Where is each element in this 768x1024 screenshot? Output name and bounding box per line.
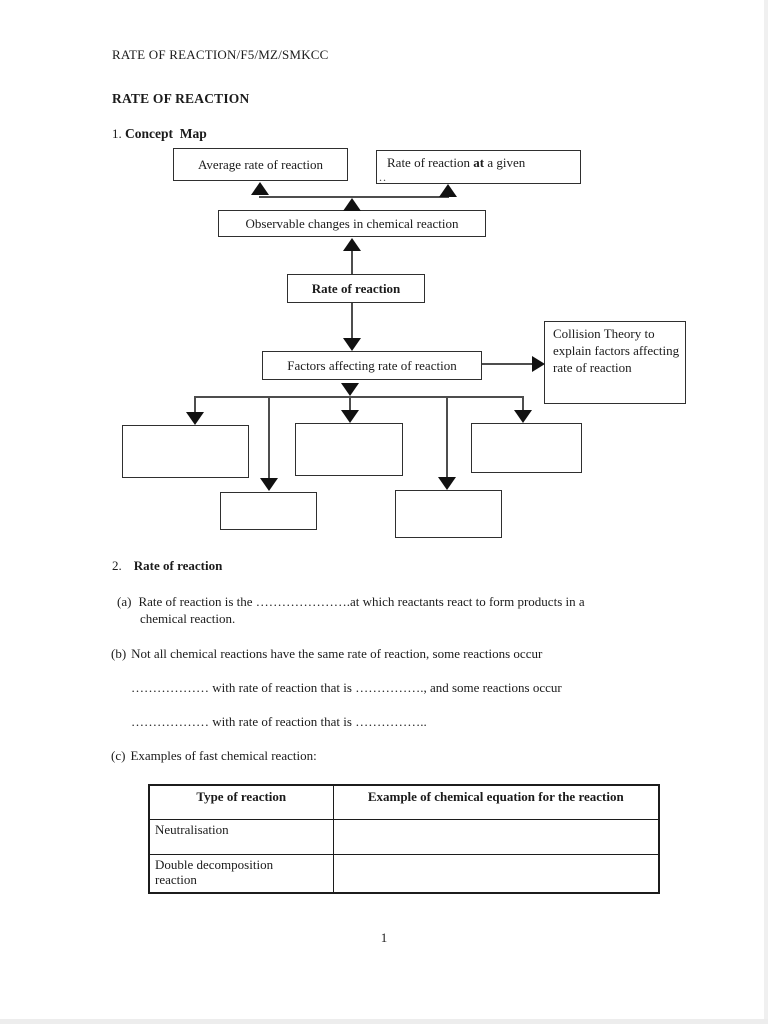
examples-table: Type of reaction Example of chemical equ…	[148, 784, 660, 894]
box-average-rate: Average rate of reaction	[173, 148, 348, 181]
item-a-line1: (a) Rate of reaction is the ………………….at wh…	[117, 594, 585, 609]
cell-equation-blank	[332, 818, 660, 855]
arrowhead-up-from-observable	[343, 198, 361, 211]
arrowhead-down-branch-1	[186, 412, 204, 425]
cell-reaction-type: Double decomposition reaction	[148, 853, 334, 894]
empty-box-5	[471, 423, 582, 473]
arrowhead-up-to-average	[251, 182, 269, 195]
arrowhead-up-to-observable	[343, 238, 361, 251]
cell-equation-blank	[332, 853, 660, 894]
item-a-line2: chemical reaction.	[140, 611, 236, 626]
box-factors-label: Factors affecting rate of reaction	[287, 357, 457, 373]
line-rate-to-observable	[351, 251, 353, 274]
item-c-text: Examples of fast chemical reaction:	[130, 748, 317, 763]
table-header-row: Type of reaction Example of chemical equ…	[148, 784, 660, 820]
section1-number: 1.	[112, 126, 122, 141]
item-b-text1: Not all chemical reactions have the same…	[131, 646, 543, 661]
line-branch-4	[446, 396, 448, 478]
line-branch-3	[349, 396, 351, 411]
box-average-rate-label: Average rate of reaction	[198, 156, 323, 172]
box-rate-at-given: Rate of reaction at a given ..	[376, 150, 581, 184]
scan-edge-bottom	[0, 1019, 768, 1024]
arrowhead-down-from-factors	[341, 383, 359, 396]
arrowhead-right-to-collision	[532, 356, 545, 372]
arrowhead-down-branch-2	[260, 478, 278, 491]
given-prefix: Rate of reaction	[387, 155, 474, 170]
page-number: 1	[380, 930, 388, 945]
box-observable-changes-label: Observable changes in chemical reaction	[245, 215, 459, 231]
item-b-label: (b)	[111, 646, 127, 661]
empty-box-2	[220, 492, 317, 530]
line-factors-to-collision	[482, 363, 532, 365]
given-bold-word: at	[473, 155, 485, 170]
item-b-line3: ……………… with rate of reaction that is …………	[131, 714, 427, 729]
given-suffix: a given	[484, 155, 526, 170]
arrowhead-down-branch-4	[438, 477, 456, 490]
table-row: Double decomposition reaction	[148, 853, 660, 894]
section2-title: Rate of reaction	[133, 558, 223, 573]
item-b-line1: (b) Not all chemical reactions have the s…	[111, 646, 542, 661]
doc-title: RATE OF REACTION	[112, 91, 250, 106]
header-example-equation: Example of chemical equation for the rea…	[332, 784, 660, 820]
given-blank-dots: ..	[379, 169, 387, 184]
item-c-line: (c) Examples of fast chemical reaction:	[111, 748, 317, 763]
line-top-connector	[259, 196, 449, 198]
section1-heading: 1. Concept Map	[112, 126, 207, 142]
item-c-label: (c)	[111, 748, 126, 763]
arrowhead-down-branch-3	[341, 410, 359, 423]
box-observable-changes: Observable changes in chemical reaction	[218, 210, 486, 237]
table-row: Neutralisation	[148, 818, 660, 855]
item-a-text1: Rate of reaction is the ………………….at which…	[138, 594, 585, 609]
section2-number: 2.	[112, 558, 122, 573]
item-a-label: (a)	[117, 594, 132, 609]
line-branch-1	[194, 396, 196, 413]
doc-header: RATE OF REACTION/F5/MZ/SMKCC	[112, 47, 329, 62]
line-branch-bar	[194, 396, 524, 398]
arrowhead-up-to-given	[439, 184, 457, 197]
scan-edge-right	[764, 0, 768, 1024]
box-rate-of-reaction-label: Rate of reaction	[311, 280, 401, 296]
examples-table-wrapper: Type of reaction Example of chemical equ…	[148, 784, 660, 894]
box-factors: Factors affecting rate of reaction	[262, 351, 482, 380]
line-branch-2	[268, 396, 270, 479]
line-rate-to-factors	[351, 303, 353, 339]
item-b-line2: ……………… with rate of reaction that is …………	[131, 680, 562, 695]
empty-box-4	[395, 490, 502, 538]
empty-box-3	[295, 423, 403, 476]
cell-reaction-type: Neutralisation	[148, 818, 334, 855]
arrowhead-down-to-factors	[343, 338, 361, 351]
header-type-of-reaction: Type of reaction	[148, 784, 334, 820]
box-collision-theory-label: Collision Theory to explain factors affe…	[553, 326, 680, 375]
box-rate-at-given-label: Rate of reaction at a given	[377, 151, 525, 170]
box-rate-of-reaction: Rate of reaction	[287, 274, 425, 303]
section2-heading: 2. Rate of reaction	[112, 558, 222, 573]
empty-box-1	[122, 425, 249, 478]
line-branch-5	[522, 396, 524, 411]
section1-title: Concept Map	[125, 126, 207, 141]
box-collision-theory: Collision Theory to explain factors affe…	[544, 321, 686, 404]
arrowhead-down-branch-5	[514, 410, 532, 423]
